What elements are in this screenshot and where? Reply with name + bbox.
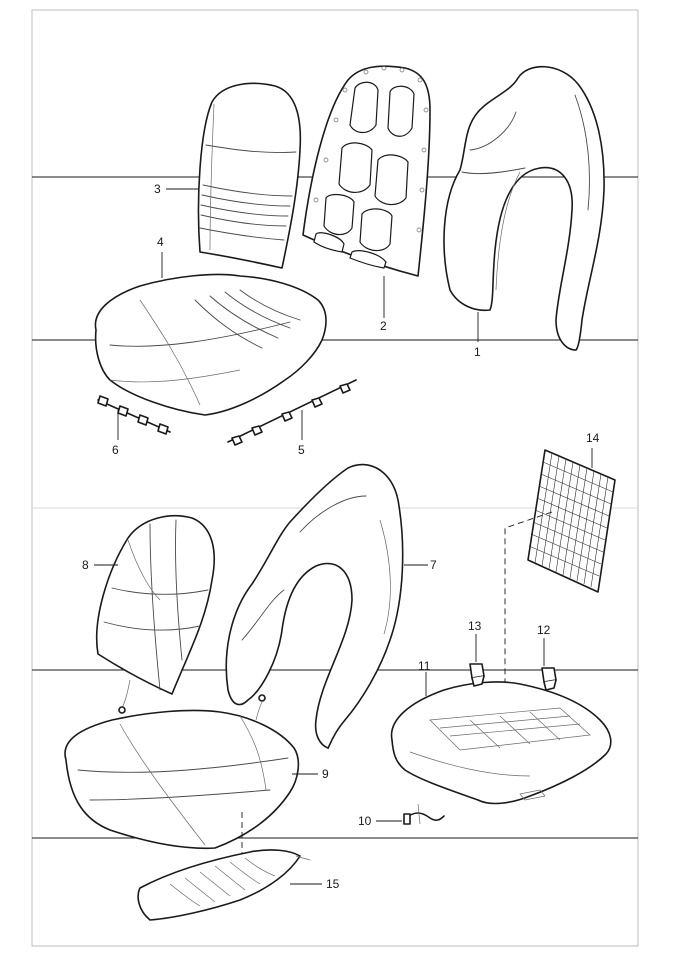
part-9-seat-cushion[interactable] [64,694,318,862]
part-7-backrest-side-shell[interactable] [225,463,428,749]
callout-10: 10 [358,814,372,828]
part-4-seat-cushion-cover[interactable] [94,252,327,416]
callout-13: 13 [468,619,482,633]
part-11-seat-frame[interactable] [390,672,612,805]
part-12-clip[interactable] [541,638,557,691]
callout-5: 5 [298,443,305,457]
part-2-backrest-frame[interactable] [302,65,431,318]
callout-1: 1 [474,345,481,359]
part-3-backrest-cover[interactable] [197,82,302,269]
callout-2: 2 [380,319,387,333]
part-13-clip[interactable] [469,634,485,687]
callout-15: 15 [326,877,340,891]
part-1-backrest-shell[interactable] [443,65,605,351]
part-14-mesh-panel[interactable] [504,448,616,700]
part-6-seat-clip-strip[interactable] [97,395,171,440]
callout-9: 9 [322,767,329,781]
part-5-backrest-clip-strip[interactable] [227,379,357,446]
part-10-cable-connector[interactable] [376,803,445,825]
callout-11: 11 [418,659,431,673]
part-15-seat-heating-mat[interactable] [137,849,322,921]
callout-7: 7 [430,558,437,572]
callout-3: 3 [154,182,161,196]
callout-4: 4 [157,235,164,249]
part-8-backrest-cushion[interactable] [94,515,215,714]
callout-12: 12 [537,623,551,637]
callout-8: 8 [82,558,89,572]
callout-14: 14 [586,431,600,445]
callout-6: 6 [112,443,119,457]
